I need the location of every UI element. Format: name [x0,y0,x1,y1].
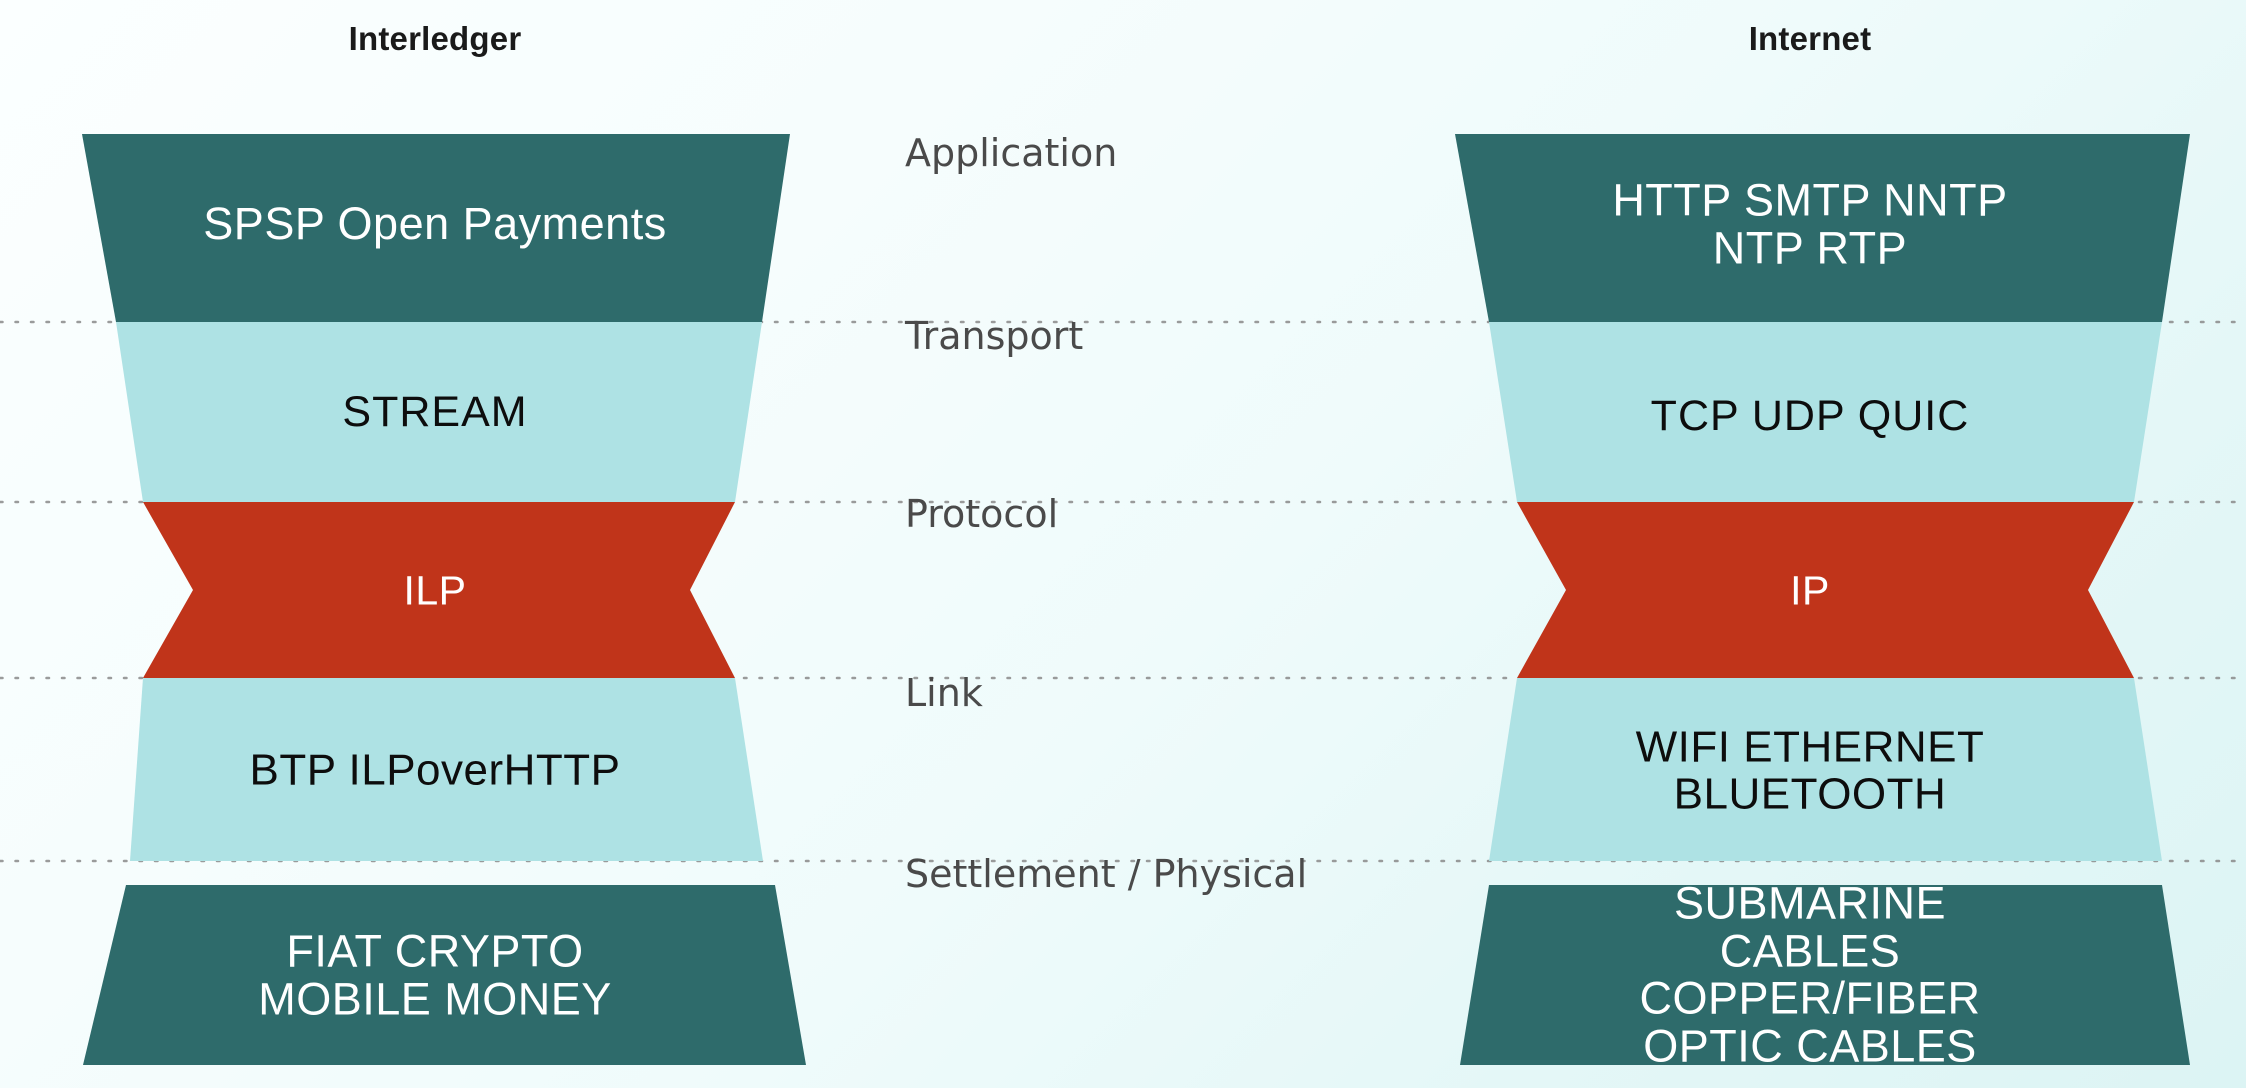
column-title-interledger: Interledger [348,20,522,57]
shape-left-settlement [83,885,806,1065]
layer-label-application: Application [905,131,1118,175]
shape-left-protocol [143,502,735,678]
shape-right-transport [1489,322,2162,502]
shape-right-link [1489,678,2162,861]
shape-left-transport [116,322,762,502]
shape-left-application [82,134,790,322]
shape-right-application [1455,134,2190,322]
shape-right-protocol [1517,502,2134,678]
layer-label-settlement-physical: Settlement / Physical [905,852,1308,896]
layer-label-protocol: Protocol [905,492,1059,536]
column-title-internet: Internet [1748,20,1872,57]
layer-label-transport: Transport [905,314,1084,358]
shape-left-link [130,678,763,861]
layer-label-link: Link [905,671,983,715]
shape-right-settlement [1460,885,2190,1065]
